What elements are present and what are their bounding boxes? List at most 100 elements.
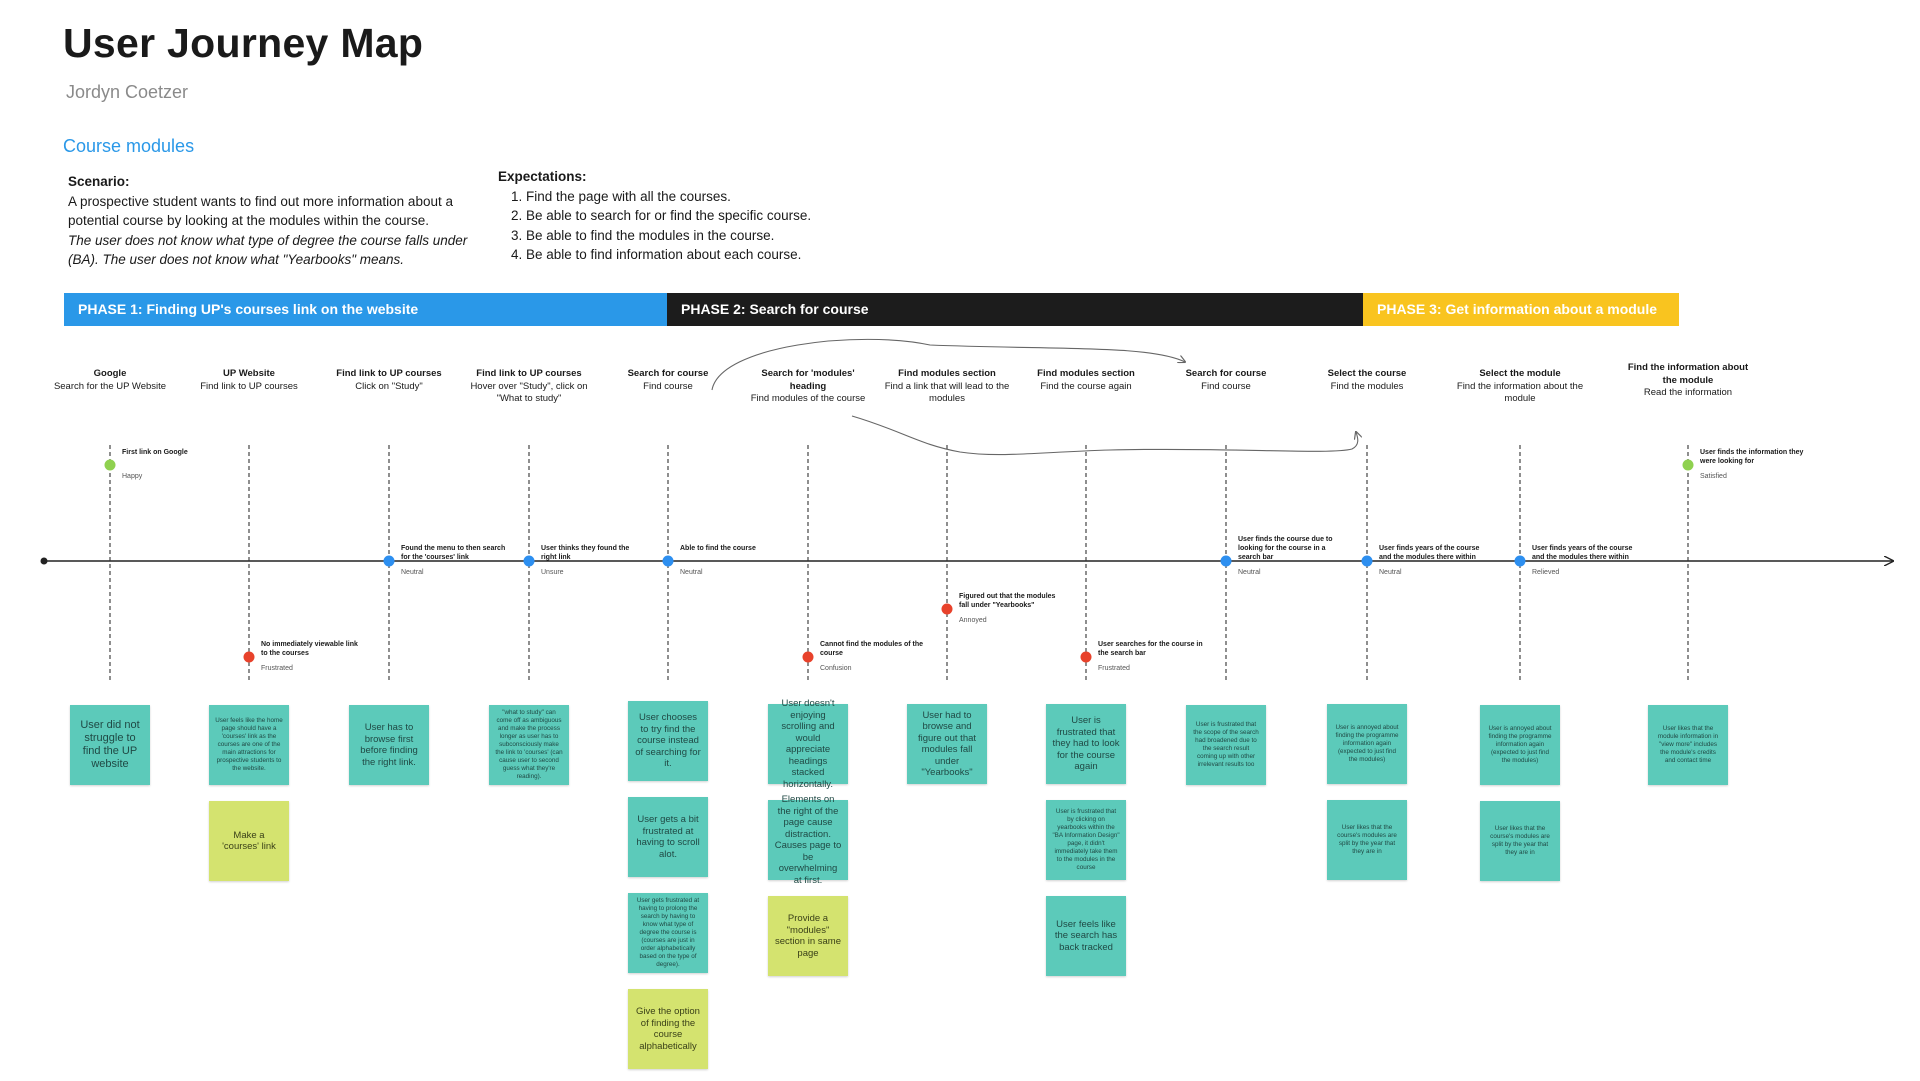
insight-sticky-note: User gets a bit frustrated at having to … (628, 797, 708, 877)
journey-step-description: Find a link that will lead to the module… (884, 380, 1010, 405)
touchpoint-label: First link on Google (122, 449, 188, 456)
touchpoint-label: User finds the information they were loo… (1700, 449, 1804, 465)
journey-step-title: Search for 'modules' heading (761, 368, 855, 392)
insight-sticky-note: User feels like the home page should hav… (209, 705, 289, 785)
insight-sticky-note: User is frustrated that the scope of the… (1186, 705, 1266, 785)
flow-arrow-forward (851, 415, 1358, 456)
scenario-text: A prospective student wants to find out … (68, 193, 453, 229)
emotion-point (802, 651, 814, 663)
journey-step-description: Find link to UP courses (200, 380, 298, 392)
journey-step-title: Find modules section (1037, 368, 1135, 379)
emotion-point (941, 603, 953, 615)
scenario-note: The user does not know what type of degr… (68, 232, 468, 268)
idea-sticky-note: Make a 'courses' link (209, 801, 289, 881)
insight-sticky-note: User gets frustrated at having to prolon… (628, 893, 708, 973)
insight-sticky-note: User is frustrated that by clicking on y… (1046, 800, 1126, 880)
touchpoint-label: No immediately viewable link to the cour… (261, 641, 358, 657)
touchpoint-label: Able to find the course (680, 545, 756, 552)
insight-sticky-note: User has to browse first before finding … (349, 705, 429, 785)
journey-step-title: Search for course (627, 368, 709, 379)
insight-sticky-note: User is frustrated that they had to look… (1046, 704, 1126, 784)
emotion-label: Neutral (680, 569, 703, 576)
journey-step-title: UP Website (223, 368, 275, 379)
expectation-item: Be able to find the modules in the cours… (526, 226, 898, 246)
journey-step-description: Find modules of the course (750, 393, 866, 405)
scenario-heading: Scenario: (68, 174, 130, 189)
insight-sticky-note: User chooses to try find the course inst… (628, 701, 708, 781)
insight-sticky-note: User feels like the search has back trac… (1046, 896, 1126, 976)
insight-sticky-note: User did not struggle to find the UP web… (70, 705, 150, 785)
touchpoint-label: Found the menu to then search for the 'c… (401, 545, 506, 561)
touchpoint-label: User finds years of the course and the m… (1532, 545, 1633, 561)
journey-step-description: Search for the UP Website (53, 380, 167, 392)
journey-step-title: Find link to UP courses (336, 368, 442, 379)
journey-step-description: Click on "Study" (355, 380, 423, 392)
journey-step-description: Hover over "Study", click on "What to st… (470, 380, 588, 405)
emotion-point (243, 651, 255, 663)
journey-step-title: Google (93, 368, 127, 379)
emotion-label: Neutral (1238, 569, 1261, 576)
touchpoint-label: User finds years of the course and the m… (1379, 545, 1480, 561)
journey-step-description: Find the modules (1330, 380, 1404, 392)
expectation-item: Be able to search for or find the specif… (526, 206, 898, 226)
touchpoint-label: Cannot find the modules of the course (820, 641, 924, 657)
expectations-heading: Expectations: (498, 169, 587, 184)
emotion-label: Annoyed (959, 617, 987, 624)
emotion-label: Relieved (1532, 569, 1560, 576)
insight-sticky-note: User doesn't enjoying scrolling and woul… (768, 698, 848, 790)
page-title: User Journey Map (63, 20, 424, 66)
phase-2-banner: PHASE 2: Search for course (667, 293, 1363, 326)
emotion-label: Neutral (401, 569, 424, 576)
flow-arrow-back (711, 338, 1185, 391)
emotion-point (1682, 459, 1694, 471)
expectations-list: Find the page with all the courses. Be a… (498, 187, 898, 265)
emotion-point (1080, 651, 1092, 663)
phase-3-banner: PHASE 3: Get information about a module (1363, 293, 1679, 326)
idea-sticky-note: Give the option of finding the course al… (628, 989, 708, 1069)
emotion-point (1361, 555, 1373, 567)
insight-sticky-note: User had to browse and figure out that m… (907, 704, 987, 784)
expectation-item: Be able to find information about each c… (526, 245, 898, 265)
emotion-label: Happy (122, 473, 143, 480)
journey-step-description: Find the course again (1040, 380, 1132, 392)
journey-step-description: Read the information (1643, 387, 1733, 399)
emotion-label: Satisfied (1700, 473, 1727, 480)
touchpoint-label: User searches for the course in the sear… (1098, 641, 1203, 657)
journey-step-title: Select the module (1479, 368, 1561, 379)
journey-step-description: Find the information about the module (1456, 380, 1584, 405)
journey-step-title: Search for course (1185, 368, 1267, 379)
insight-sticky-note: User likes that the module information i… (1648, 705, 1728, 785)
emotion-label: Frustrated (1098, 665, 1130, 672)
expectation-item: Find the page with all the courses. (526, 187, 898, 207)
phase-1-banner: PHASE 1: Finding UP's courses link on th… (64, 293, 667, 326)
touchpoint-label: User finds the course due to looking for… (1238, 536, 1333, 561)
touchpoint-label: User thinks they found the right link (541, 545, 630, 561)
emotion-point (662, 555, 674, 567)
journey-step-title: Find the information about the module (1627, 362, 1749, 386)
insight-sticky-note: User likes that the course's modules are… (1327, 800, 1407, 880)
insight-sticky-note: User is annoyed about finding the progra… (1327, 704, 1407, 784)
journey-step-title: Select the course (1327, 368, 1407, 379)
author-name: Jordyn Coetzer (66, 82, 189, 102)
timeline-start-dot (40, 557, 48, 565)
journey-step-title: Find modules section (898, 368, 996, 379)
scenario-block: Scenario: A prospective student wants to… (68, 172, 498, 270)
insight-sticky-note: Elements on the right of the page cause … (768, 794, 848, 886)
emotion-label: Neutral (1379, 569, 1402, 576)
emotion-point (383, 555, 395, 567)
insight-sticky-note: "what to study" can come off as ambiguou… (489, 705, 569, 785)
journey-step-title: Find link to UP courses (476, 368, 582, 379)
emotion-point (1220, 555, 1232, 567)
emotion-point (104, 459, 116, 471)
